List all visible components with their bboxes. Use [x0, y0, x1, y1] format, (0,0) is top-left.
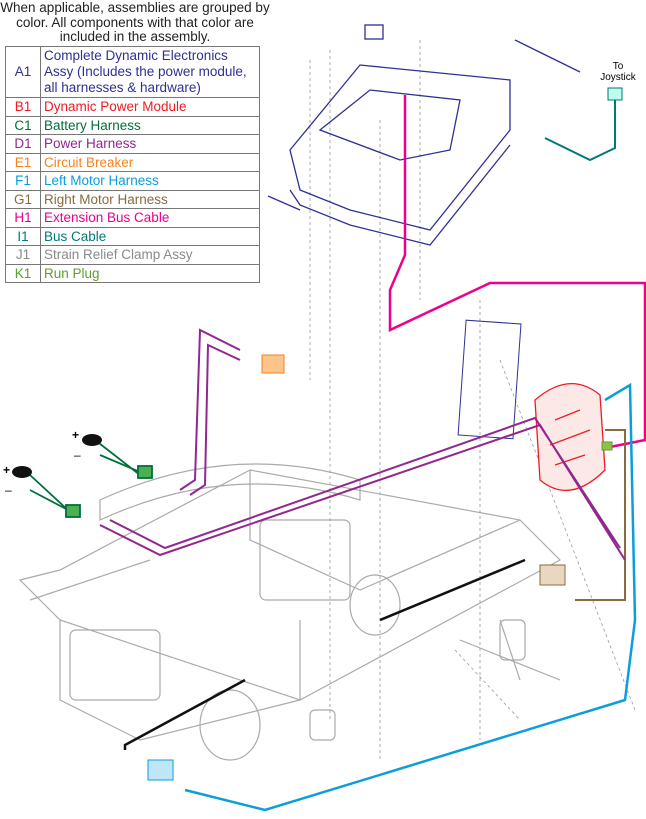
- legend-code: K1: [5, 263, 41, 283]
- joystick-connector: [607, 87, 623, 101]
- legend-label: Run Plug: [40, 263, 260, 283]
- extension-bus-cable: [388, 95, 646, 450]
- plus-label: +: [72, 428, 80, 442]
- legend-code: C1: [5, 115, 41, 135]
- bus-cable-black: [123, 558, 526, 750]
- power-harness: [99, 328, 626, 561]
- legend-code: J1: [5, 245, 41, 265]
- legend-label: Strain Relief Clamp Assy: [40, 245, 260, 265]
- plus-label: +: [3, 463, 11, 477]
- left-motor-harness: [184, 382, 637, 812]
- bus-cable: [544, 100, 616, 162]
- legend-code: F1: [5, 171, 41, 191]
- minus-label: –: [74, 448, 81, 462]
- legend-label: Circuit Breaker: [40, 152, 260, 172]
- chair-frame: [18, 463, 561, 761]
- to-joystick-label: To Joystick: [600, 61, 636, 83]
- legend-label: Battery Harness: [40, 115, 260, 135]
- electronics-housing: [267, 24, 581, 246]
- assembly-note: When applicable, assemblies are grouped …: [0, 0, 270, 44]
- circuit-breaker: [261, 354, 285, 374]
- legend-code: G1: [5, 189, 41, 209]
- power-module: [534, 382, 606, 492]
- legend-label: Dynamic Power Module: [40, 97, 260, 117]
- left-motor-connector: [147, 759, 174, 781]
- battery-harness: [29, 439, 153, 518]
- legend-code: D1: [5, 134, 41, 154]
- battery-terminal: [82, 434, 102, 446]
- legend-label: Right Motor Harness: [40, 189, 260, 209]
- legend-code: B1: [5, 97, 41, 117]
- legend-label: Extension Bus Cable: [40, 208, 260, 228]
- legend-label: Power Harness: [40, 134, 260, 154]
- right-motor-connector: [539, 564, 566, 586]
- battery-terminal: [12, 466, 32, 478]
- minus-label: –: [5, 483, 12, 497]
- right-motor-harness: [575, 429, 626, 601]
- legend-code: I1: [5, 226, 41, 246]
- legend-code: E1: [5, 152, 41, 172]
- legend-code: A1: [5, 46, 41, 98]
- legend-code: H1: [5, 208, 41, 228]
- legend-label: Bus Cable: [40, 226, 260, 246]
- legend-label: Left Motor Harness: [40, 171, 260, 191]
- run-plug: [601, 441, 613, 451]
- legend-label: Complete Dynamic Electronics Assy (Inclu…: [40, 46, 260, 98]
- assembly-guides: [309, 40, 636, 760]
